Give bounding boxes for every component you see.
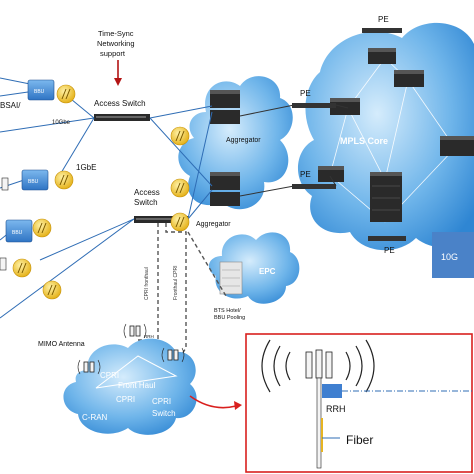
link-agg-pe <box>239 185 295 197</box>
sync-icon <box>170 178 190 198</box>
access-links <box>0 89 213 319</box>
link-pe-core <box>335 104 349 109</box>
pe-label: PE <box>300 89 311 98</box>
ten-gbe-label: 10Gbe <box>52 120 71 126</box>
aggregator-router <box>210 90 240 124</box>
pe-label: PE <box>384 246 395 255</box>
mimo-antenna-label: MIMO Antenna <box>38 341 85 348</box>
time-sync-label: support <box>100 49 126 58</box>
ten-g-label: 10G <box>441 252 458 262</box>
epc-label: EPC <box>259 267 276 276</box>
aggregator-label: Aggregator <box>196 221 231 228</box>
bbu-pooling-label: BBU Pooling <box>214 315 245 321</box>
link-agg-pe <box>239 104 295 117</box>
cran-switch-label: Switch <box>152 409 176 418</box>
cran-cpri-label: CPRI <box>100 371 119 380</box>
bbu-label: BBU <box>34 89 45 95</box>
bbu-unit <box>27 79 55 101</box>
sync-icon <box>32 218 52 238</box>
sync-icon <box>42 280 62 300</box>
time-sync-label: Time-Sync <box>98 29 134 38</box>
rrh-label: RRH <box>326 404 346 414</box>
ten-g-box <box>432 232 474 278</box>
access-switch-mid <box>134 216 188 223</box>
time-sync-label: Networking <box>97 39 135 48</box>
pe-router <box>292 103 336 108</box>
sync-icon <box>56 84 76 104</box>
mpls-core-label: MPLS Core <box>340 136 388 146</box>
cran-label: C-RAN <box>82 413 108 422</box>
fiber-label: Fiber <box>346 433 373 447</box>
callout-arrow <box>189 395 242 410</box>
cran-cpri-label: CPRI <box>116 395 135 404</box>
mpls-core-cloud <box>297 22 474 251</box>
bsai-label: BSAI/ <box>0 101 21 110</box>
core-router <box>370 172 402 222</box>
antenna-icon <box>83 325 179 373</box>
bbu-label: BBU <box>28 179 39 185</box>
core-router <box>318 166 344 182</box>
bbu-unit <box>5 219 33 243</box>
fronthaul-label: CPRI fronthaul <box>144 267 150 300</box>
sync-icon <box>170 126 190 146</box>
link-pe-core <box>329 175 337 187</box>
access-switch-label: Switch <box>134 198 158 207</box>
pe-router <box>292 184 336 189</box>
core-router <box>368 48 396 64</box>
one-gbe-label: 1GbE <box>76 163 96 172</box>
access-switch-top <box>94 114 150 121</box>
core-router <box>394 70 424 87</box>
signal-waves-icon <box>77 323 185 375</box>
bts-hotel-servers <box>219 261 243 295</box>
aggregator-label: Aggregator <box>226 137 261 144</box>
signal-waves-icon <box>261 339 375 393</box>
rrh-detail-box <box>245 333 473 473</box>
pe-router <box>368 236 406 241</box>
aggregator-router <box>210 172 240 206</box>
pe-router <box>362 28 402 33</box>
fronthaul-label: Fronthaul CPRI <box>173 266 179 300</box>
bbu-unit <box>21 169 49 191</box>
cran-cpri-label: CPRI <box>152 397 171 406</box>
rrh-unit <box>322 384 342 398</box>
pe-label: PE <box>378 15 389 24</box>
access-switch-label: Access Switch <box>94 99 146 108</box>
bts-hotel-label: BTS Hotel/ <box>214 308 241 314</box>
cran-triangle <box>95 355 178 389</box>
sync-icon <box>54 170 74 190</box>
time-sync-arrow <box>114 60 122 86</box>
access-switch-label: Access <box>134 188 160 197</box>
cran-cloud <box>63 338 197 435</box>
core-router <box>440 136 474 156</box>
rrh-small-label: RRH <box>144 334 154 339</box>
sync-icon <box>170 212 190 232</box>
pe-label: PE <box>300 170 311 179</box>
sync-icon <box>12 258 32 278</box>
bbu-label: BBU <box>12 230 23 236</box>
front-haul-label: Front Haul <box>118 381 156 390</box>
cell-tower-icon <box>0 177 9 271</box>
aggregator-cloud <box>178 76 293 210</box>
